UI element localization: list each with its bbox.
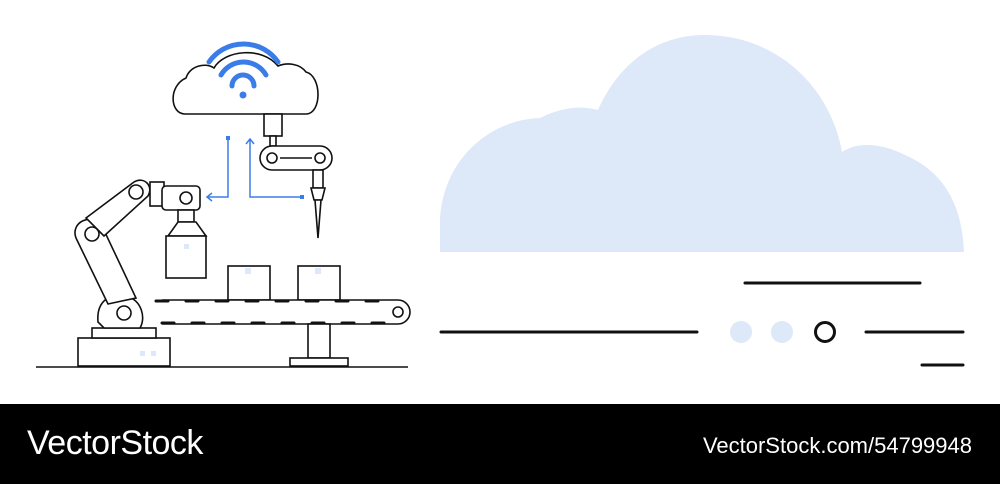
illustration [36, 35, 965, 368]
wifi-icon [206, 41, 281, 99]
decorative-lines [439, 281, 965, 367]
data-flow-arrows [205, 136, 304, 202]
robotic-arm-icon [74, 179, 208, 367]
large-cloud-icon [440, 35, 964, 252]
pagination-dots-icon [730, 321, 836, 343]
package-box-icon [227, 265, 341, 301]
watermark-footer: VectorStock VectorStock.com/54799948 [0, 404, 1000, 484]
vectorstock-logo: VectorStock [27, 424, 203, 462]
conveyor-belt-icon [154, 299, 411, 367]
stock-image-id: VectorStock.com/54799948 [702, 433, 972, 458]
hanging-drill-arm [259, 113, 333, 239]
cloud-icon [172, 51, 319, 115]
